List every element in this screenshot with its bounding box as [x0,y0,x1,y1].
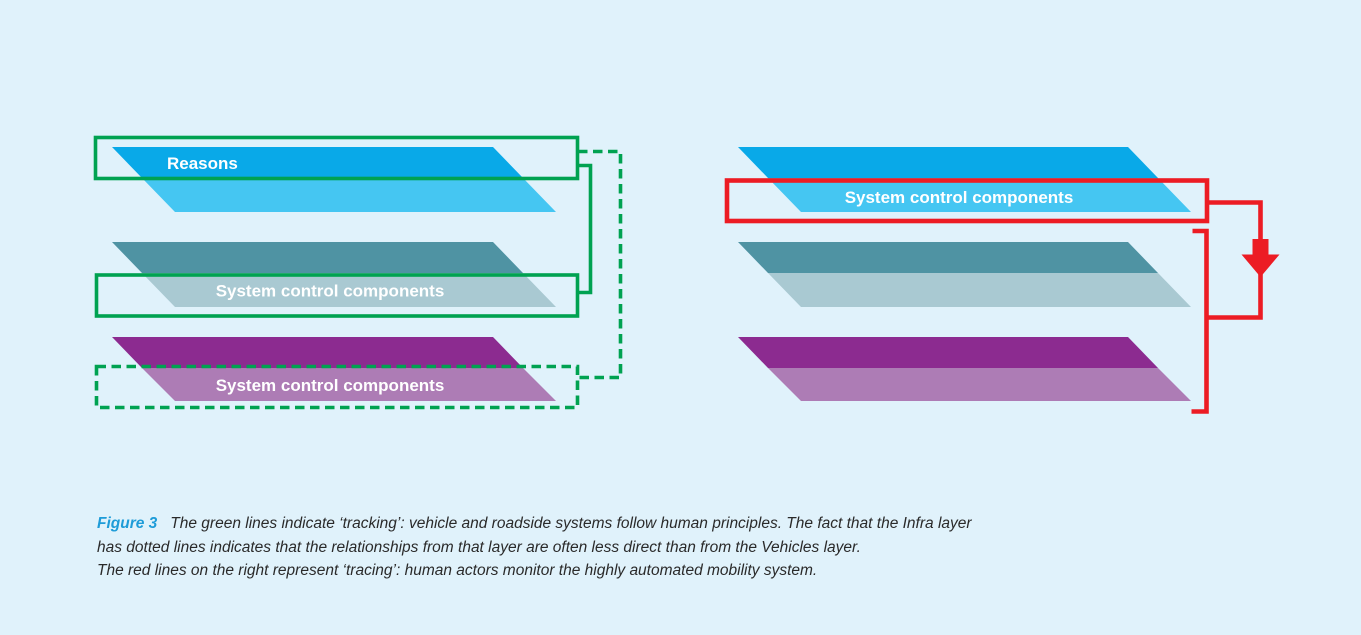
caption-line-3: The red lines on the right represent ‘tr… [97,562,818,580]
right-human-scc-label: System control components [845,188,1074,207]
left-infra-scc-label: System control components [216,376,445,395]
right-human-layer-dark-band [738,147,1158,178]
red-bracket [1191,228,1209,414]
green-dashed-box-infra-scc [94,364,580,410]
left-human-layer-dark-band [112,147,523,178]
green-solid-connector [577,163,593,295]
green-box-reasons [93,135,580,181]
right-diagram: System control components [724,147,1280,414]
left-vehicles-layer-dark-band [112,242,523,273]
left-infra-layer-light-band [142,368,556,401]
right-vehicles-layer-dark-band [738,242,1158,273]
green-box-vehicles-scc [94,273,580,318]
right-infra-layer-light-band [768,368,1191,401]
left-infra-layer-dark-band [112,337,523,368]
figure-caption: Figure 3 The green lines indicate ‘tracki… [97,512,1257,583]
green-dashed-connector [578,149,623,380]
left-vehicles-layer-light-band [142,273,556,307]
layers-diagram: Reasons System control components System… [93,135,1280,414]
left-human-layer-light-band [142,178,556,212]
caption-line-1: Figure 3 The green lines indicate ‘tracki… [97,512,1257,536]
reasons-label: Reasons [167,154,238,173]
right-vehicles-layer-light-band [768,273,1191,307]
red-down-arrow-icon [1241,239,1280,277]
right-infra-layer-dark-band [738,337,1158,368]
caption-line-2: has dotted lines indicates that the rela… [97,538,861,556]
left-vehicles-scc-label: System control components [216,282,445,301]
caption-line-1-text: The green lines indicate ‘tracking’: veh… [170,515,972,532]
figure-label: Figure 3 [97,515,158,532]
right-human-layer-light-band [768,178,1191,212]
left-diagram: Reasons System control components System… [93,135,623,410]
